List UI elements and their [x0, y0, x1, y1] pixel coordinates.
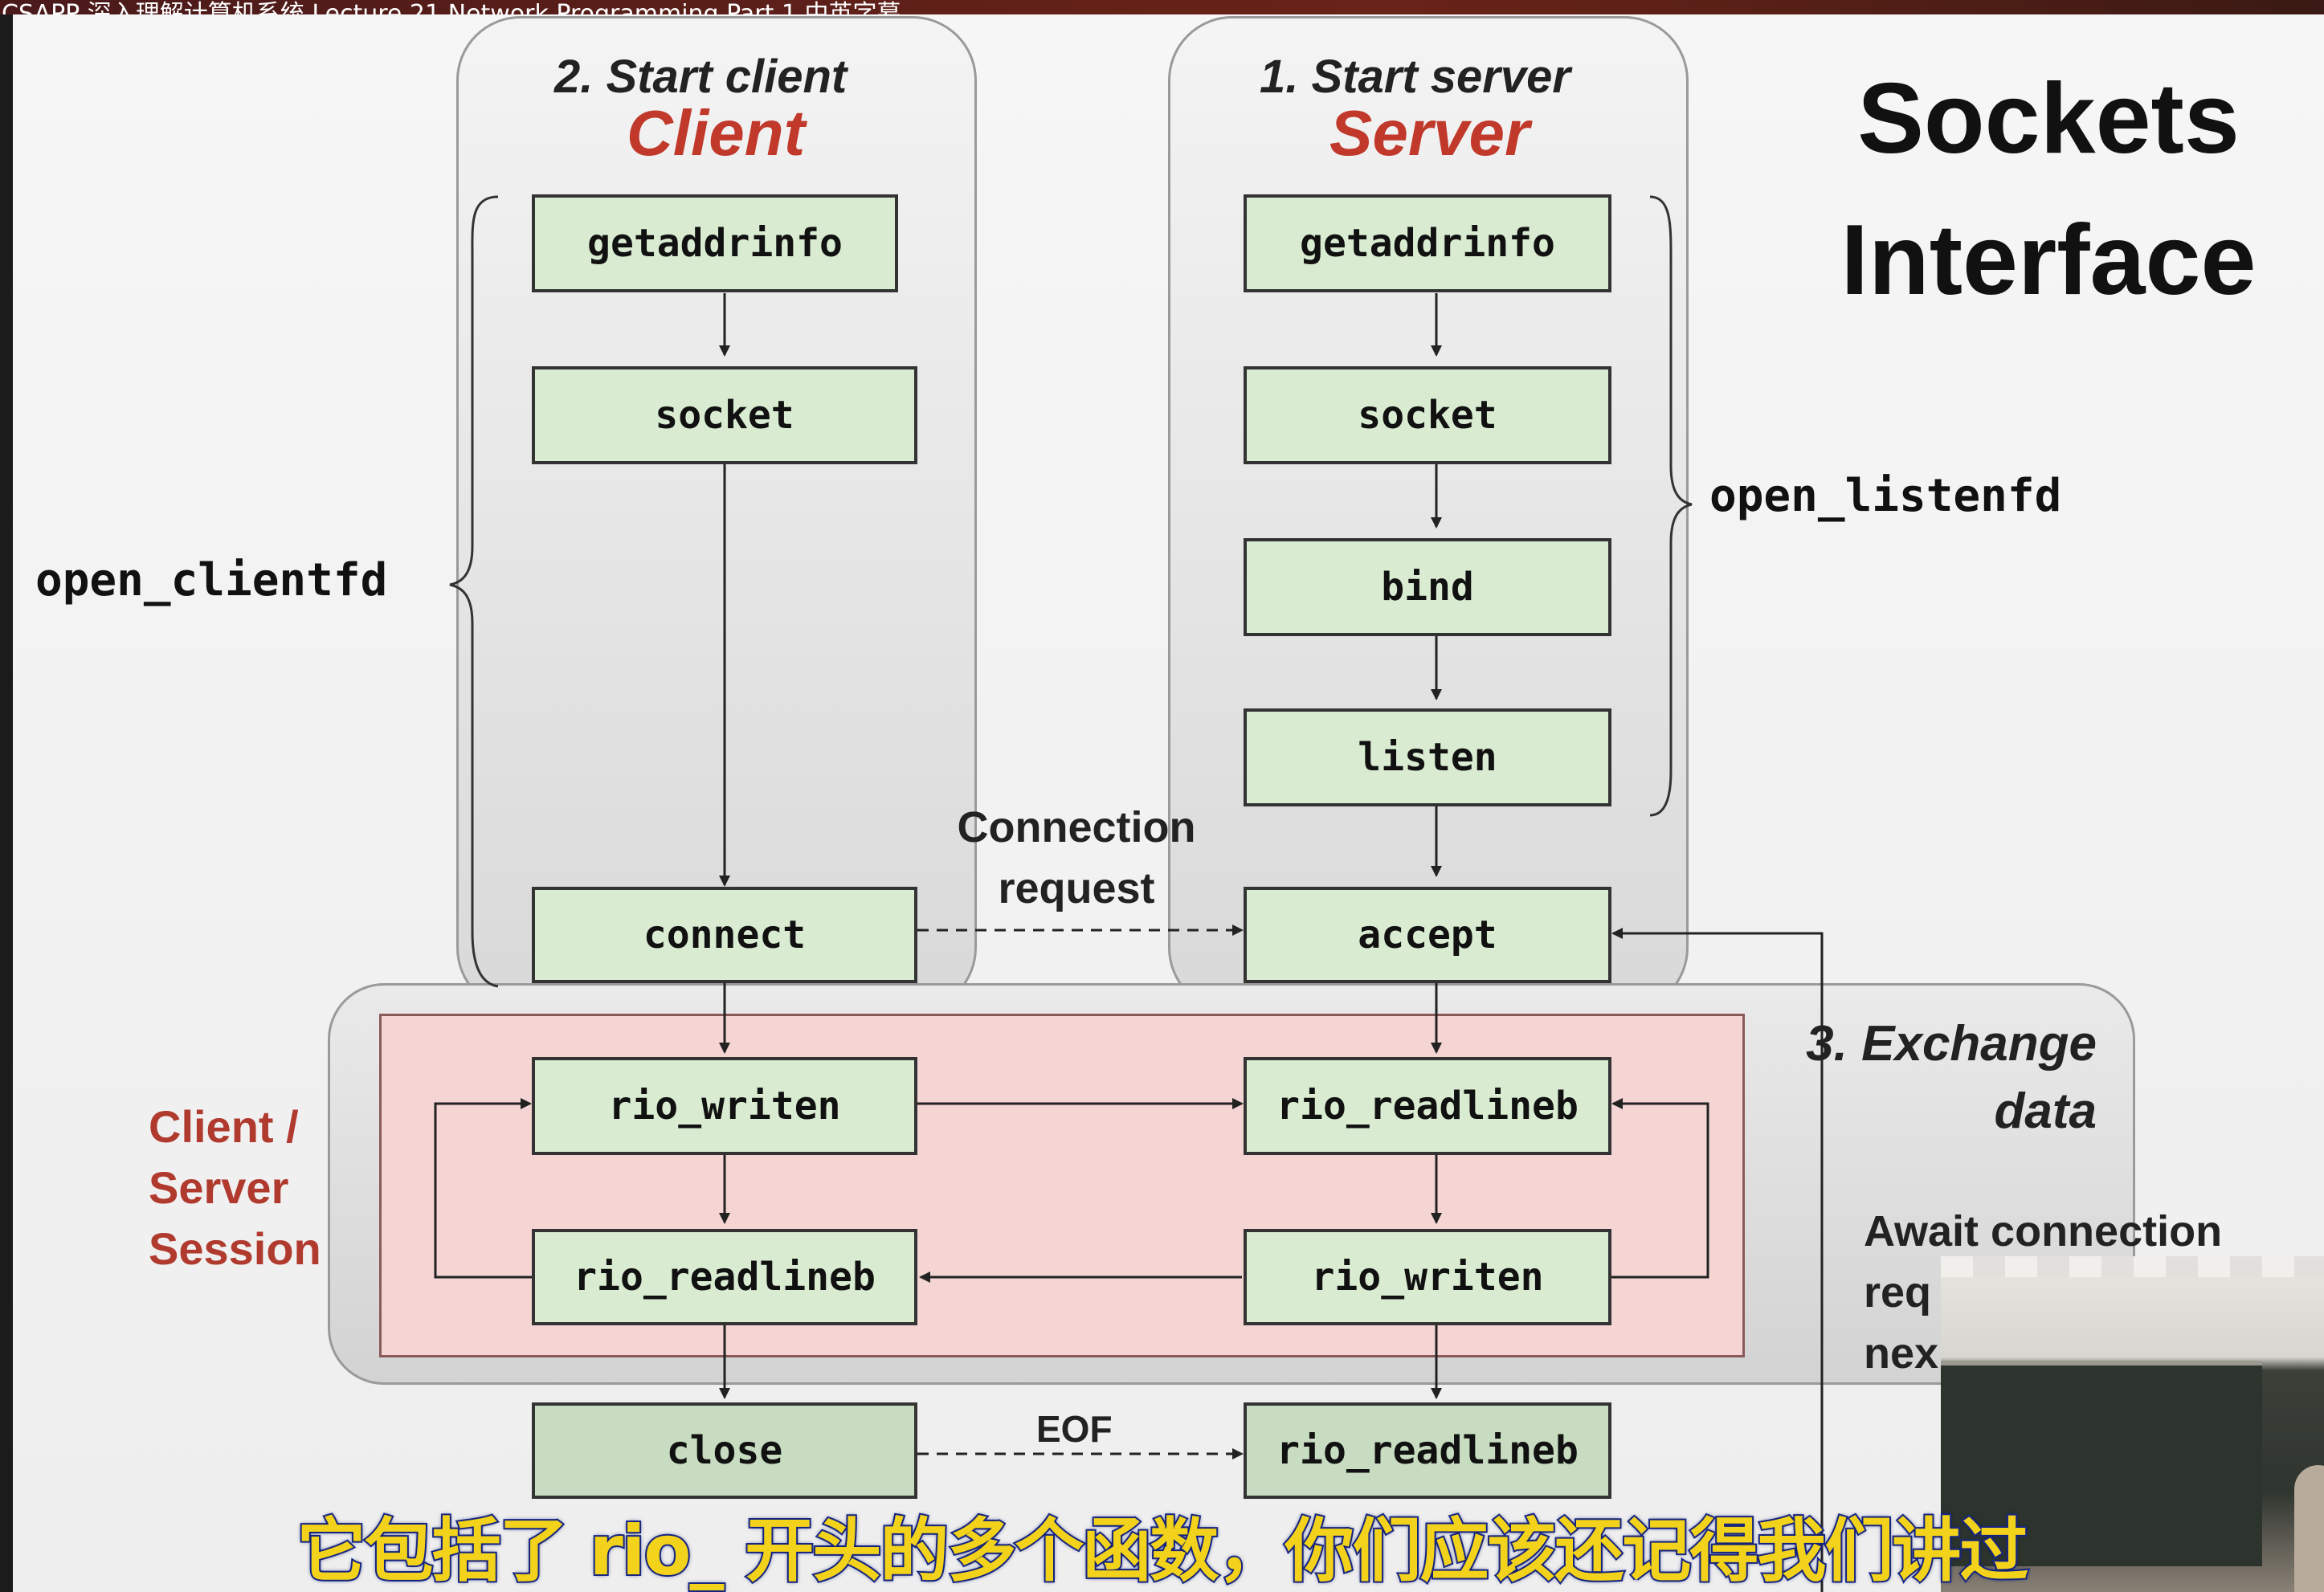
client-getaddrinfo-box: getaddrinfo [532, 194, 898, 292]
server-step-heading: 1. Start server [1260, 51, 1570, 103]
client-heading: Client [627, 97, 806, 169]
await-return-arrow [1611, 928, 1824, 1592]
exchange-heading-line-1: 3. Exchange [1806, 1016, 2097, 1072]
client-rio-readlineb-box: rio_readlineb [532, 1229, 917, 1325]
server-bracket [1649, 195, 1693, 817]
session-label-line-2: Server [149, 1162, 289, 1213]
connection-request-line-2: request [998, 864, 1155, 912]
await-connection-text: Await connection req nex [1864, 1201, 2222, 1384]
exchange-heading-line-2: data [1994, 1084, 2097, 1139]
await-line-3: nex [1864, 1329, 1939, 1378]
session-label-line-1: Client / [149, 1101, 299, 1152]
client-socket-box: socket [532, 366, 917, 464]
server-accept-box: accept [1244, 887, 1611, 983]
slide-title-line-2: Interface [1840, 205, 2257, 316]
slide-title: Sockets Interface [1767, 48, 2324, 331]
exchange-data-heading: 3. Exchange data [1799, 1010, 2097, 1145]
slide-title-line-1: Sockets [1857, 63, 2240, 174]
server-listen-box: listen [1244, 708, 1611, 806]
chalkboard [1941, 1361, 2262, 1566]
lecturer-webcam-overlay [1941, 1256, 2324, 1592]
video-subtitle: 它包括了 rio_ 开头的多个函数，你们应该还记得我们讲过 [296, 1509, 2031, 1592]
server-getaddrinfo-box: getaddrinfo [1244, 194, 1611, 292]
client-server-session-label: Client / Server Session [149, 1096, 321, 1280]
eof-label: EOF [1036, 1408, 1113, 1450]
video-title: CSAPP 深入理解计算机系统 Lecture 21 Network Progr… [2, 0, 901, 14]
server-loop-arrow [1611, 1098, 1709, 1279]
open-listenfd-label: open_listenfd [1709, 470, 2062, 522]
connection-request-label: Connection request [956, 797, 1197, 919]
client-step-heading: 2. Start client [554, 51, 848, 103]
client-panel [456, 16, 977, 1012]
client-loop-arrow [434, 1098, 532, 1279]
server-socket-box: socket [1244, 366, 1611, 464]
client-close-box: close [532, 1402, 917, 1499]
video-title-bar: CSAPP 深入理解计算机系统 Lecture 21 Network Progr… [0, 0, 2324, 14]
session-label-line-3: Session [149, 1223, 321, 1274]
left-frame-edge [0, 14, 13, 1592]
server-bind-box: bind [1244, 538, 1611, 636]
server-rio-writen-box: rio_writen [1244, 1229, 1611, 1325]
open-clientfd-label: open_clientfd [35, 554, 388, 606]
client-bracket [449, 195, 499, 988]
lecturer-figure [2294, 1465, 2324, 1592]
server-rio-readlineb-box: rio_readlineb [1244, 1057, 1611, 1155]
client-connect-box: connect [532, 887, 917, 983]
server-eof-rio-readlineb-box: rio_readlineb [1244, 1402, 1611, 1499]
connection-request-line-1: Connection [957, 803, 1196, 851]
await-line-1: Await connection [1864, 1207, 2223, 1255]
await-line-2: req [1864, 1268, 1932, 1316]
server-heading: Server [1329, 97, 1530, 169]
client-rio-writen-box: rio_writen [532, 1057, 917, 1155]
